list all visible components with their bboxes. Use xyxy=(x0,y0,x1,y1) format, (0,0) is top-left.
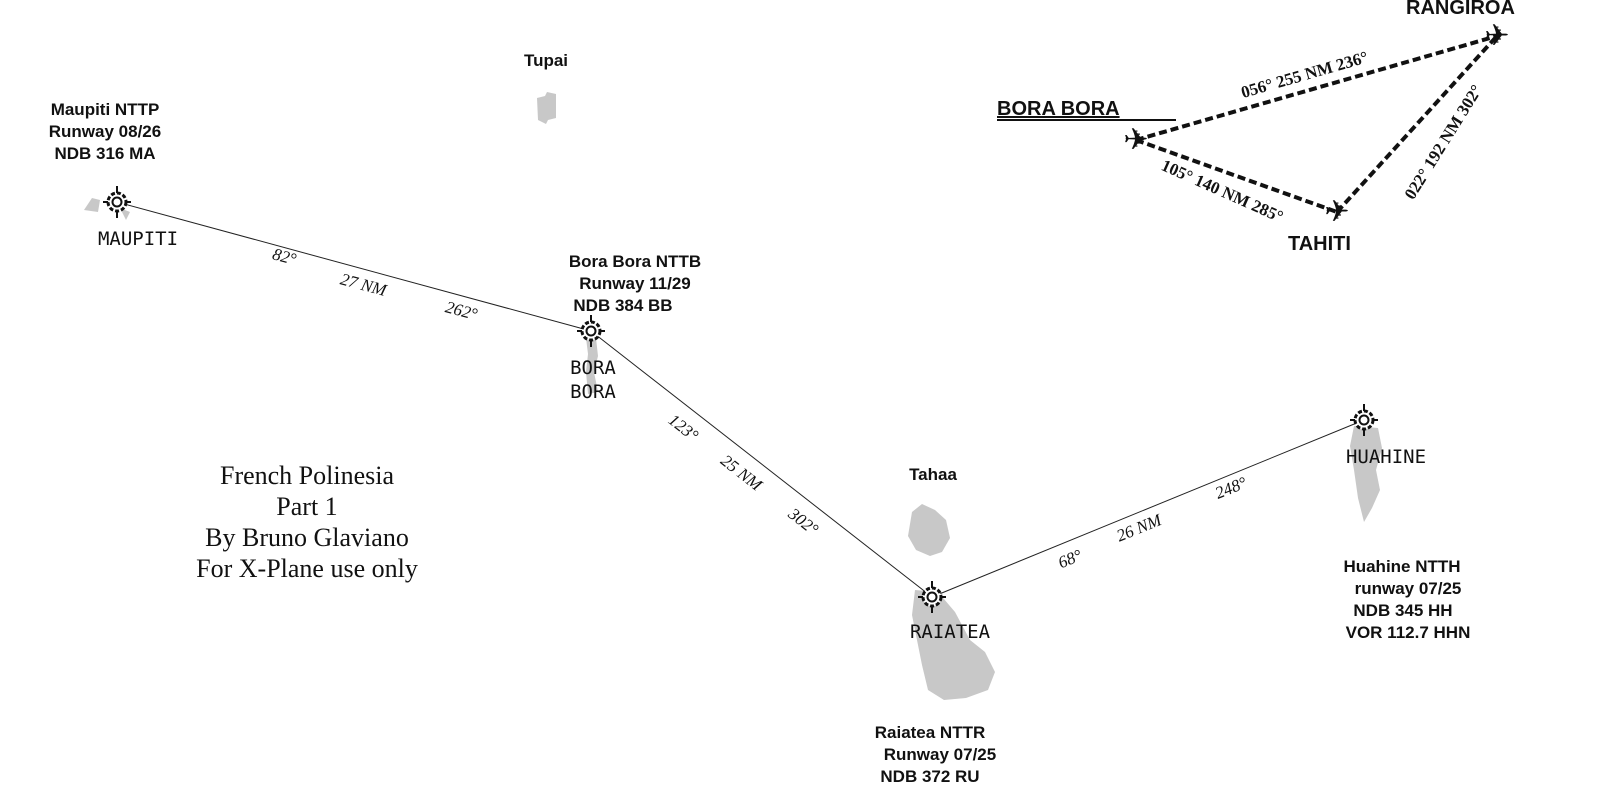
leg-raiatea-huahine-distance: 26 NM xyxy=(1114,510,1165,545)
borabora-info-line: Runway 11/29 xyxy=(579,274,691,293)
leg-borabora-raiatea-distance: 25 NM xyxy=(717,451,766,495)
chart-title-line: By Bruno Glaviano xyxy=(205,523,409,552)
raiatea-info-line: NDB 372 RU xyxy=(880,767,979,786)
huahine-info-line: runway 07/25 xyxy=(1355,579,1462,598)
leg-raiatea-huahine-inbound: 248° xyxy=(1212,473,1249,503)
borabora-info-line: Bora Bora NTTB xyxy=(569,252,701,271)
chart-title-line: Part 1 xyxy=(276,492,337,521)
plane-icon-tahiti: ✈ xyxy=(1324,195,1349,230)
chart-title-line: French Polinesia xyxy=(220,461,394,490)
plane-icon-rangiroa: ✈ xyxy=(1484,19,1509,54)
maupiti-info-line: Runway 08/26 xyxy=(49,122,161,141)
ndb-name-maupiti: MAUPITI xyxy=(98,228,178,250)
inset-route-map: ✈ ✈ ✈ BORA BORA TAHITI RANGIROA 056° 255… xyxy=(997,0,1515,255)
huahine-info-line: VOR 112.7 HHN xyxy=(1346,623,1471,642)
chart-title-line: For X-Plane use only xyxy=(196,554,418,583)
ndb-name-borabora-2: BORA xyxy=(570,381,616,403)
leg-maupiti-borabora-outbound: 82° xyxy=(270,244,298,269)
island-tupai xyxy=(537,92,556,124)
ndb-name-raiatea: RAIATEA xyxy=(910,621,991,643)
inset-label-rangiroa: RANGIROA xyxy=(1406,0,1515,19)
leg-maupiti-borabora-inbound: 262° xyxy=(443,297,479,324)
raiatea-info-line: Runway 07/25 xyxy=(884,745,996,764)
plane-icon-borabora: ✈ xyxy=(1123,123,1148,158)
leg-raiatea-huahine-outbound: 68° xyxy=(1055,546,1084,573)
huahine-info-line: Huahine NTTH xyxy=(1343,557,1460,576)
leg-borabora-raiatea-outbound: 123° xyxy=(665,410,702,445)
borabora-info-line: NDB 384 BB xyxy=(573,296,672,315)
inset-leg-tahiti-rangiroa: 022° 192 NM 302° xyxy=(1401,81,1487,202)
leg-line-maupiti-borabora xyxy=(116,201,592,332)
ndb-borabora-icon xyxy=(575,313,607,349)
inset-leg-borabora-tahiti: 105° 140 NM 285° xyxy=(1158,156,1286,227)
maupiti-info-line: NDB 316 MA xyxy=(54,144,155,163)
inset-leg-borabora-rangiroa: 056° 255 NM 236° xyxy=(1239,48,1370,102)
island-label-tupai: Tupai xyxy=(524,51,568,70)
ndb-name-borabora-1: BORA xyxy=(570,357,616,379)
island-raiatea xyxy=(912,590,995,700)
island-huahine xyxy=(1350,426,1382,522)
island-borabora xyxy=(586,338,598,394)
leg-line-borabora-raiatea xyxy=(590,330,933,598)
island-tahaa xyxy=(908,504,950,556)
ndb-name-huahine: HUAHINE xyxy=(1346,446,1426,468)
leg-borabora-raiatea-inbound: 302° xyxy=(784,504,822,540)
island-label-tahaa: Tahaa xyxy=(909,465,957,484)
inset-label-borabora: BORA BORA xyxy=(997,98,1120,120)
huahine-info-line: NDB 345 HH xyxy=(1353,601,1452,620)
raiatea-info-line: Raiatea NTTR xyxy=(875,723,986,742)
maupiti-info-line: Maupiti NTTP xyxy=(51,100,160,119)
island-maupiti xyxy=(84,198,130,220)
leg-line-raiatea-huahine xyxy=(931,419,1365,598)
inset-label-tahiti: TAHITI xyxy=(1288,233,1351,255)
